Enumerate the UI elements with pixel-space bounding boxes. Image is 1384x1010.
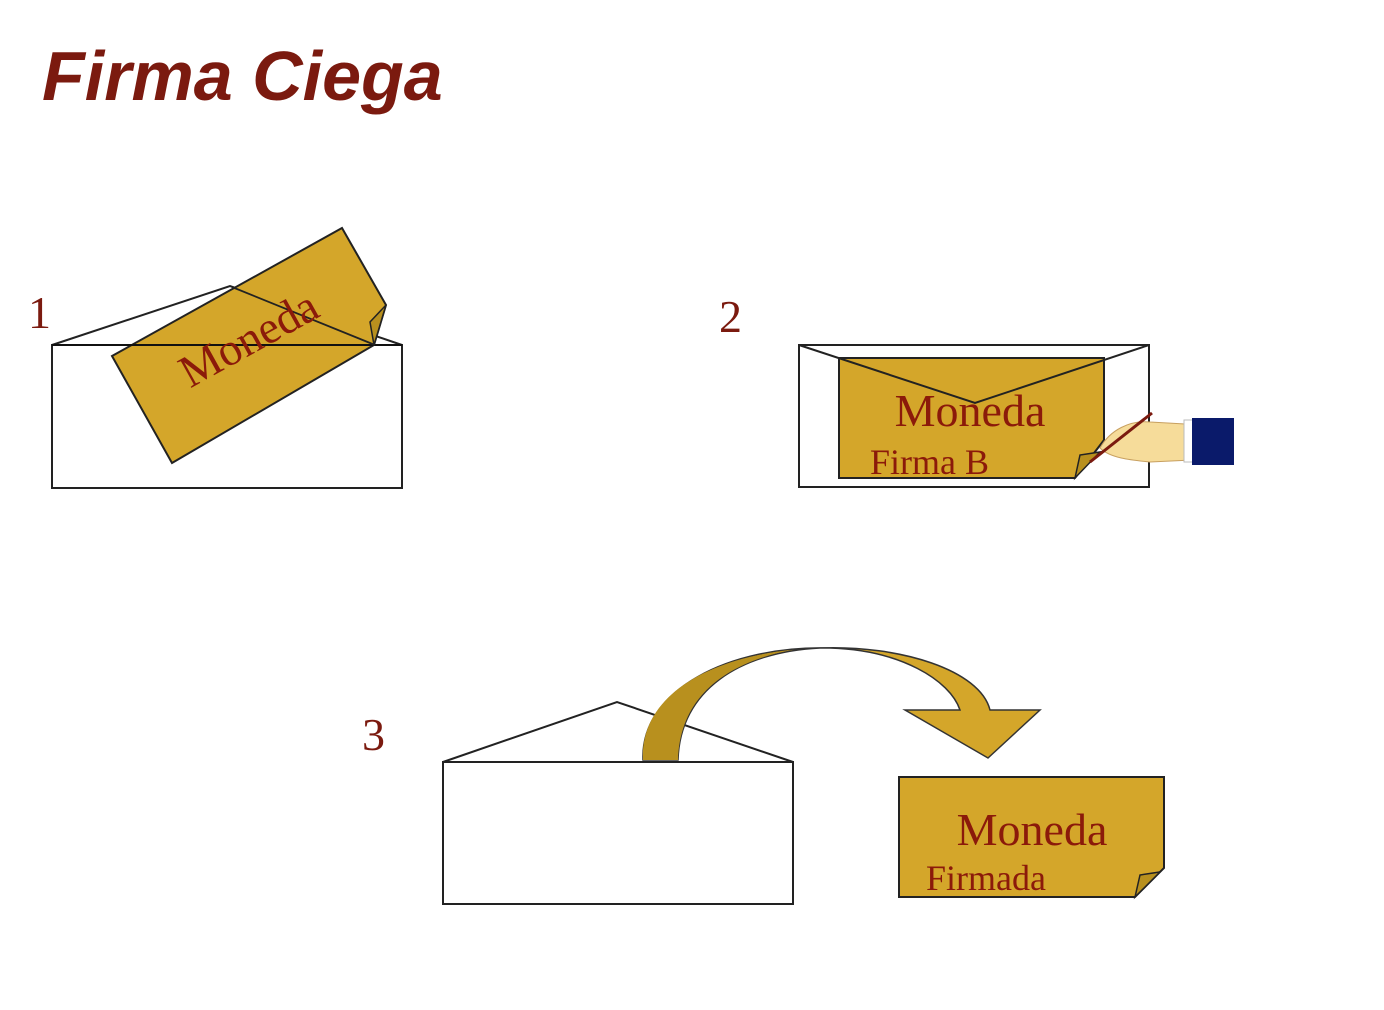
step-number: 1: [28, 287, 51, 338]
envelope: [442, 761, 794, 905]
step-1: 1 Moneda: [28, 226, 403, 489]
coin-fold: [1133, 870, 1163, 900]
step-number: 3: [362, 709, 385, 760]
curved-arrow-icon: [642, 647, 1042, 761]
signing-hand-icon: [1089, 411, 1234, 465]
envelope-flap: [442, 700, 794, 763]
step-number: 2: [719, 291, 742, 342]
step-3: 3 Moneda Firmada: [362, 647, 1165, 905]
step-2: 2 Moneda Firma B: [719, 291, 1234, 488]
coin-fold: [369, 304, 387, 346]
coin-label: Moneda: [957, 804, 1108, 855]
envelope-flap: [798, 344, 1150, 405]
coin-signature: Firmada: [926, 858, 1046, 898]
coin-label: Moneda: [895, 385, 1046, 436]
coin-signature: Firma B: [870, 442, 989, 482]
slide-title: Firma Ciega: [42, 37, 443, 115]
